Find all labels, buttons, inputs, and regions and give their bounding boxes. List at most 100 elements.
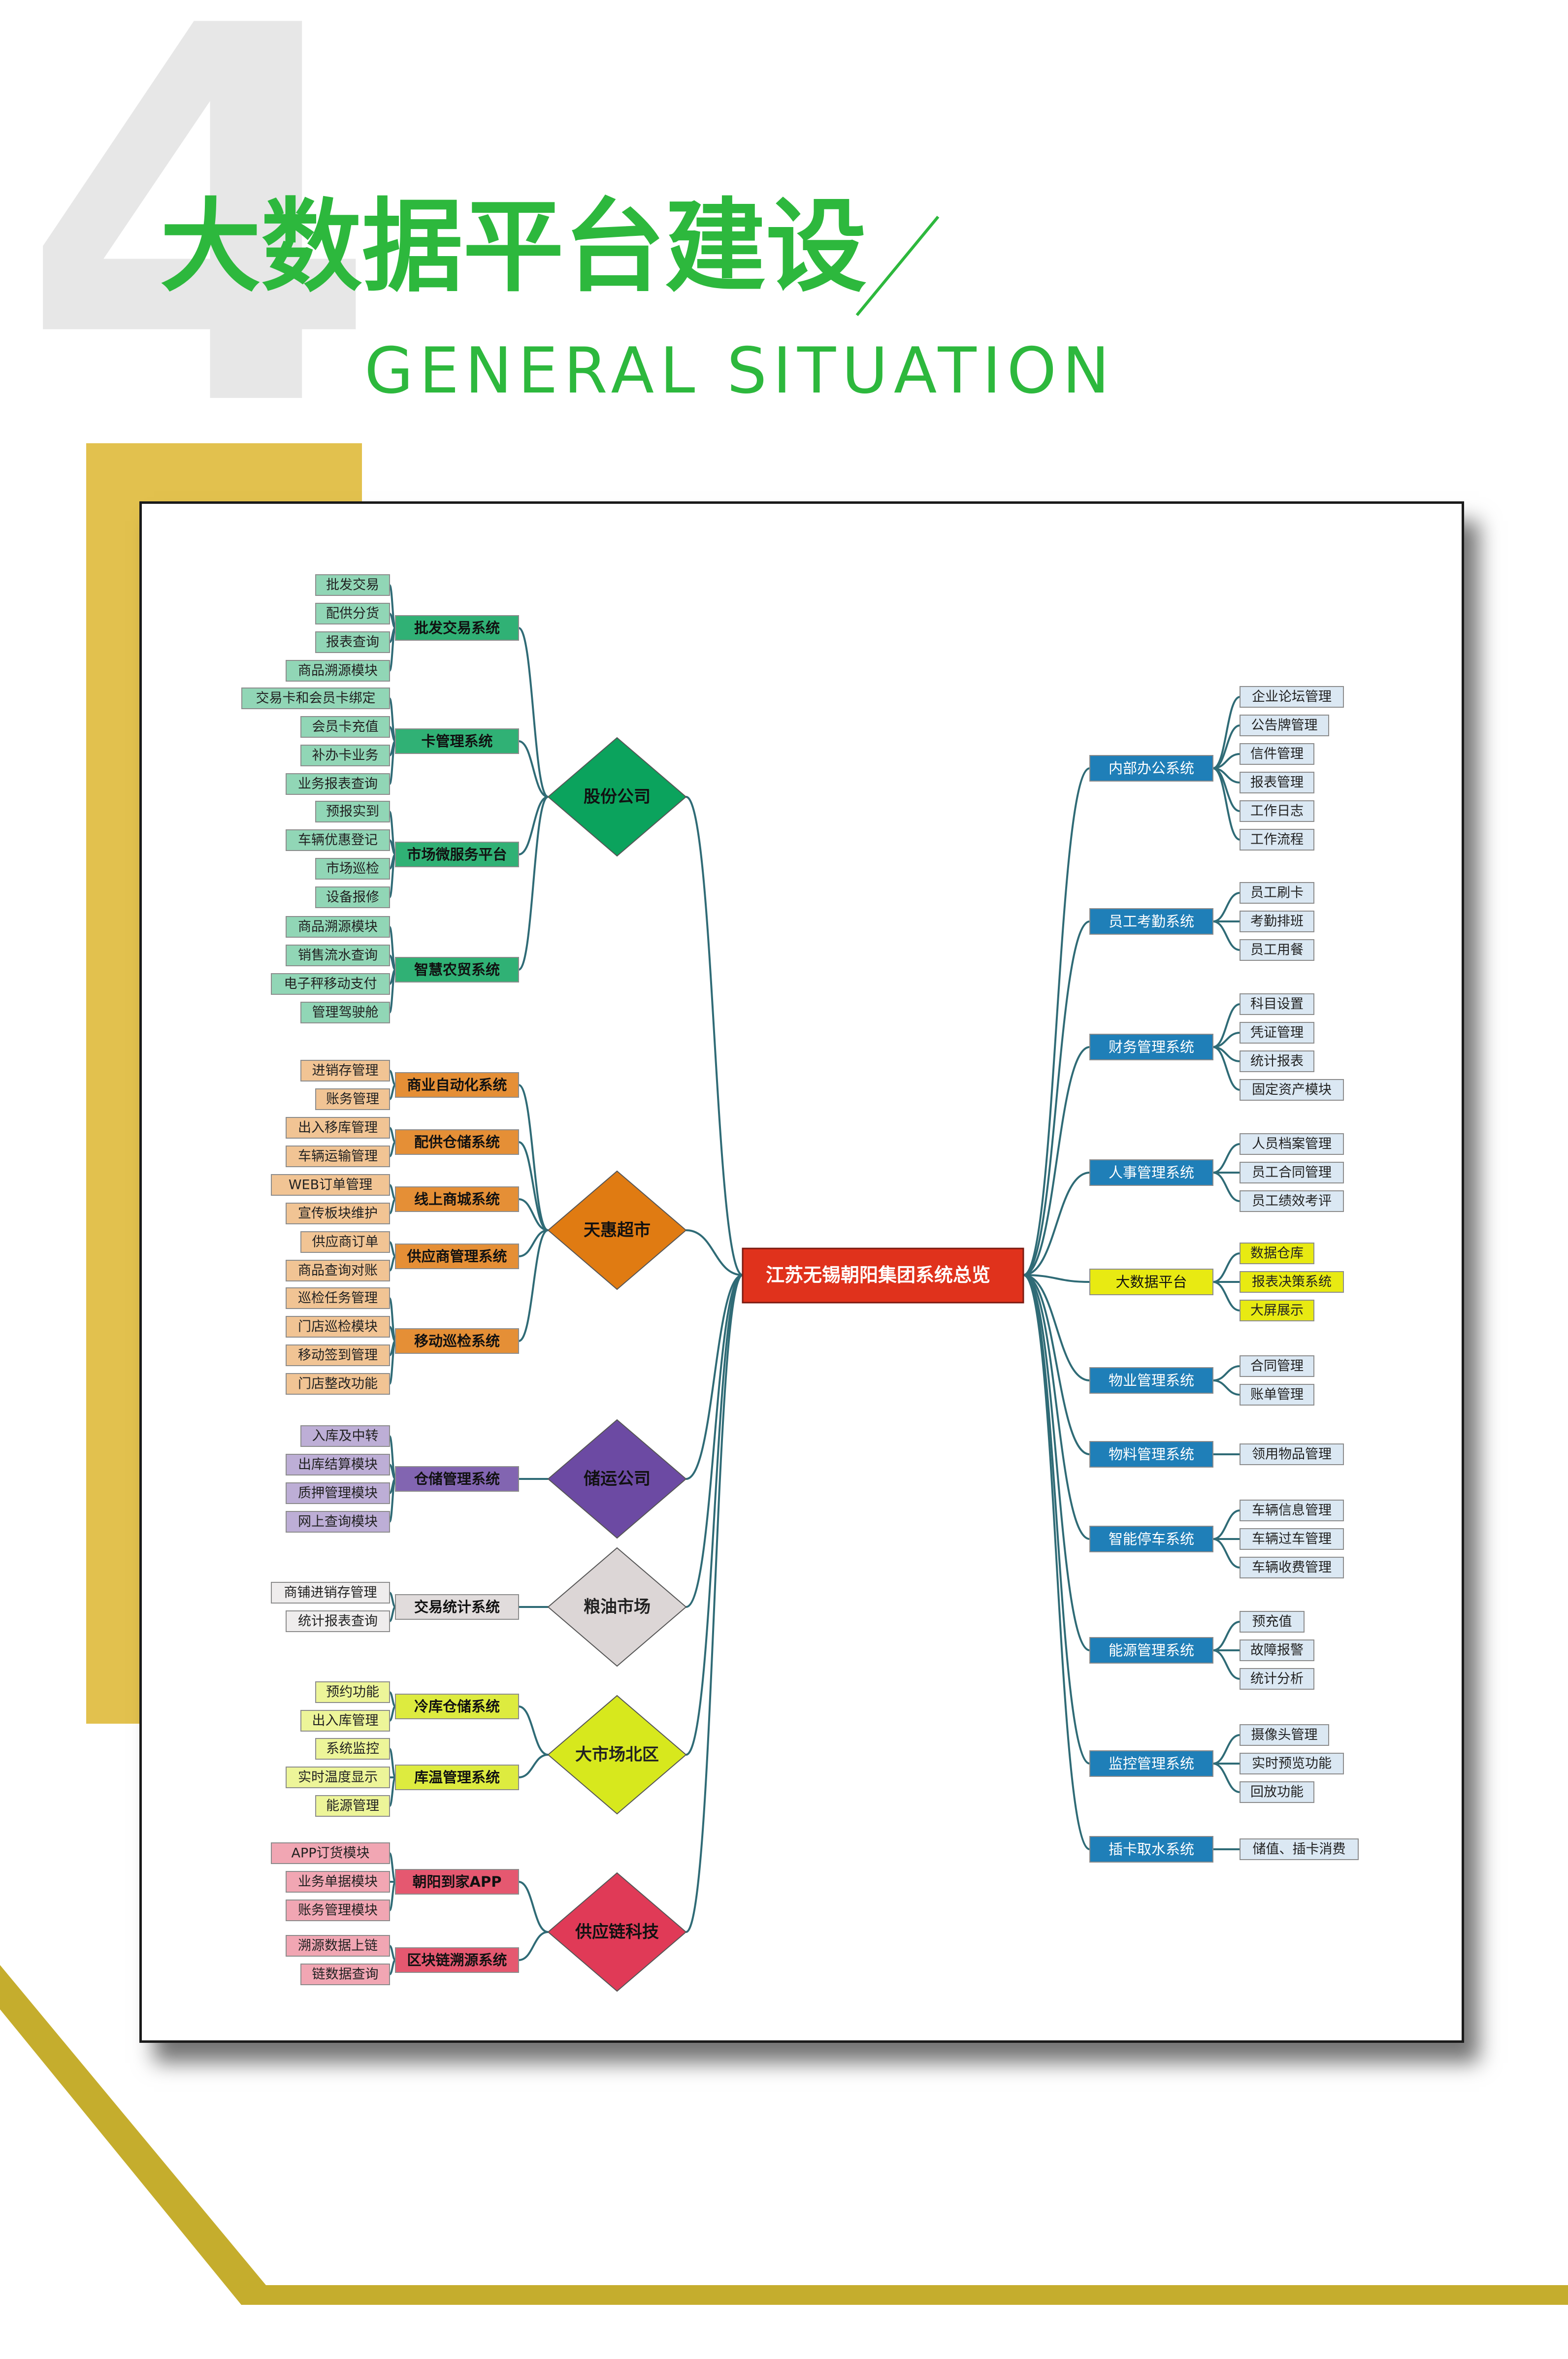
company-node <box>547 1170 687 1290</box>
item-box <box>1240 1528 1344 1550</box>
mindmap-panel: 江苏无锡朝阳集团系统总览批发交易配供分货报表查询商品溯源模块批发交易系统交易卡和… <box>139 501 1464 2043</box>
item-box <box>300 1710 390 1732</box>
item-box <box>286 1610 390 1632</box>
system-box <box>1089 755 1213 782</box>
connector-line <box>518 1198 549 1231</box>
item-box <box>286 660 390 682</box>
system-box <box>1089 1637 1213 1664</box>
company-node <box>547 1695 687 1815</box>
system-box-label: 区块链溯源系统 <box>407 1952 507 1968</box>
item-box-label: 车辆信息管理 <box>1252 1503 1332 1518</box>
item-box <box>1240 1838 1359 1860</box>
item-box <box>271 1842 390 1864</box>
system-box-label: 能源管理系统 <box>1109 1642 1194 1659</box>
system-box-label: 库温管理系统 <box>414 1769 500 1786</box>
company-node-label: 储运公司 <box>584 1469 651 1489</box>
connector-line <box>1212 1365 1241 1381</box>
item-box <box>286 1260 390 1281</box>
item-box <box>286 773 390 795</box>
item-box-label: 市场巡检 <box>326 861 379 877</box>
item-box <box>1240 829 1314 851</box>
system-box-label: 人事管理系统 <box>1109 1164 1194 1181</box>
item-box <box>1240 1500 1344 1521</box>
item-box <box>300 716 390 738</box>
item-box-label: 业务报表查询 <box>298 777 378 792</box>
item-box <box>286 829 390 851</box>
company-node <box>547 1419 687 1539</box>
company-node-label: 股份公司 <box>584 787 651 807</box>
connector-line <box>389 1184 396 1200</box>
item-box-label: 科目设置 <box>1250 997 1304 1012</box>
item-box-label: 账务管理 <box>326 1092 379 1107</box>
connector-line <box>1023 1274 1090 1455</box>
connector-line <box>389 1959 396 1975</box>
item-box <box>1240 1079 1344 1101</box>
item-box <box>1240 686 1344 708</box>
connector-line <box>1212 1046 1241 1091</box>
connector-line <box>1212 724 1241 769</box>
system-box-label: 插卡取水系统 <box>1109 1841 1194 1858</box>
item-box-label: 员工刷卡 <box>1250 885 1304 901</box>
item-box-label: 故障报警 <box>1250 1643 1304 1658</box>
item-box <box>1240 1050 1314 1072</box>
system-box <box>1089 1836 1213 1863</box>
connector-line <box>389 1945 396 1961</box>
item-box-label: 预报实到 <box>326 804 379 819</box>
connector-line <box>1023 1274 1090 1850</box>
connector-line <box>686 1274 743 1756</box>
item-box-label: 人员档案管理 <box>1252 1137 1332 1152</box>
item-box <box>286 1146 390 1167</box>
item-box-label: 系统监控 <box>326 1741 379 1757</box>
system-box-label: 市场微服务平台 <box>407 846 507 863</box>
connector-line <box>1023 1274 1090 1651</box>
connector-line <box>389 627 396 672</box>
item-box-label: 商铺进销存管理 <box>284 1585 377 1601</box>
connector-line <box>1023 1274 1090 1381</box>
item-box <box>1240 1133 1344 1155</box>
item-box <box>315 1088 390 1110</box>
item-box <box>1240 1557 1344 1578</box>
connector-line <box>686 1274 743 1480</box>
item-box-label: 巡检任务管理 <box>298 1291 378 1306</box>
connector-line <box>1212 1379 1241 1396</box>
item-box-label: 实时预览功能 <box>1252 1756 1332 1771</box>
item-box <box>315 886 390 908</box>
connector-line <box>518 1931 549 1961</box>
item-box-label: 回放功能 <box>1250 1785 1304 1800</box>
item-box-label: 业务单据模块 <box>298 1874 378 1890</box>
item-box-label: 宣传板块维护 <box>298 1206 378 1221</box>
system-box <box>1089 1269 1213 1295</box>
item-box <box>315 858 390 880</box>
company-node-label: 大市场北区 <box>575 1745 659 1765</box>
item-box <box>286 1482 390 1504</box>
connector-line <box>389 1241 396 1257</box>
item-box-label: 进销存管理 <box>312 1063 379 1079</box>
system-box <box>395 1328 519 1354</box>
connector-line <box>1023 1274 1090 1283</box>
system-box-label: 卡管理系统 <box>421 733 492 750</box>
item-box <box>271 1174 390 1196</box>
center-node-label: 江苏无锡朝阳集团系统总览 <box>766 1264 990 1286</box>
connector-line <box>686 1274 743 1933</box>
item-box-label: 车辆运输管理 <box>298 1149 378 1164</box>
item-box <box>1240 1639 1314 1661</box>
item-box <box>286 945 390 966</box>
item-box <box>286 1454 390 1475</box>
item-box <box>286 1511 390 1533</box>
item-box-label: 公告牌管理 <box>1251 718 1318 733</box>
system-box <box>1089 1367 1213 1394</box>
connector-line <box>389 1478 396 1523</box>
item-box <box>286 1871 390 1893</box>
company-node <box>547 1872 687 1992</box>
connector-line <box>1212 1649 1241 1680</box>
item-box <box>315 1738 390 1760</box>
company-node <box>547 737 687 857</box>
item-box <box>1240 715 1329 736</box>
connector-line <box>1212 1734 1241 1765</box>
item-box-label: 工作日志 <box>1250 804 1304 819</box>
system-box-label: 线上商城系统 <box>414 1191 500 1208</box>
connector-line <box>1212 1281 1241 1311</box>
connector-line <box>518 796 549 971</box>
system-box-label: 交易统计系统 <box>414 1599 500 1615</box>
